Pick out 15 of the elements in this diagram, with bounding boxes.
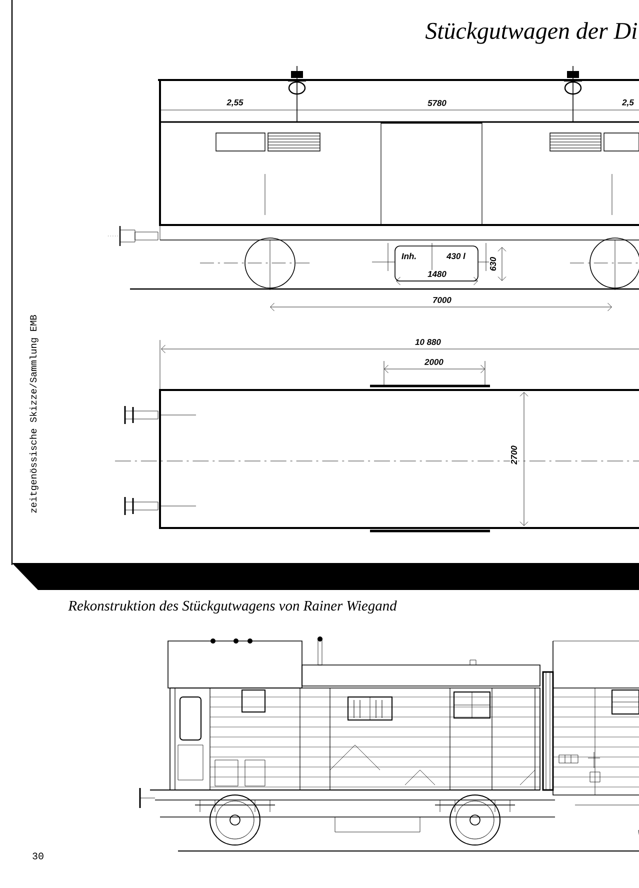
dimension-text: 430 l: [446, 252, 466, 260]
caption: Rekonstruktion des Stückgutwagens von Rainer Wiegand: [68, 600, 397, 614]
dimension-text: 7000: [432, 296, 452, 304]
credit-text: zeitgenössische Skizze/Sammlung EMB: [28, 314, 40, 514]
dimension-text: 630: [489, 256, 497, 272]
dimension-text: 1480: [426, 270, 448, 278]
dimension-text: 2,55: [226, 98, 244, 108]
dimension-text: 2,5: [621, 98, 635, 108]
dimension-text: Inh.: [400, 252, 418, 260]
page-number: 30: [31, 852, 45, 860]
dimension-text: 10 880: [414, 338, 442, 346]
dimension-text: 5780: [426, 99, 448, 107]
dimension-text: 2700: [510, 444, 518, 466]
dimension-text: 2000: [424, 358, 444, 366]
title: Stückgutwagen der Di: [425, 22, 637, 44]
